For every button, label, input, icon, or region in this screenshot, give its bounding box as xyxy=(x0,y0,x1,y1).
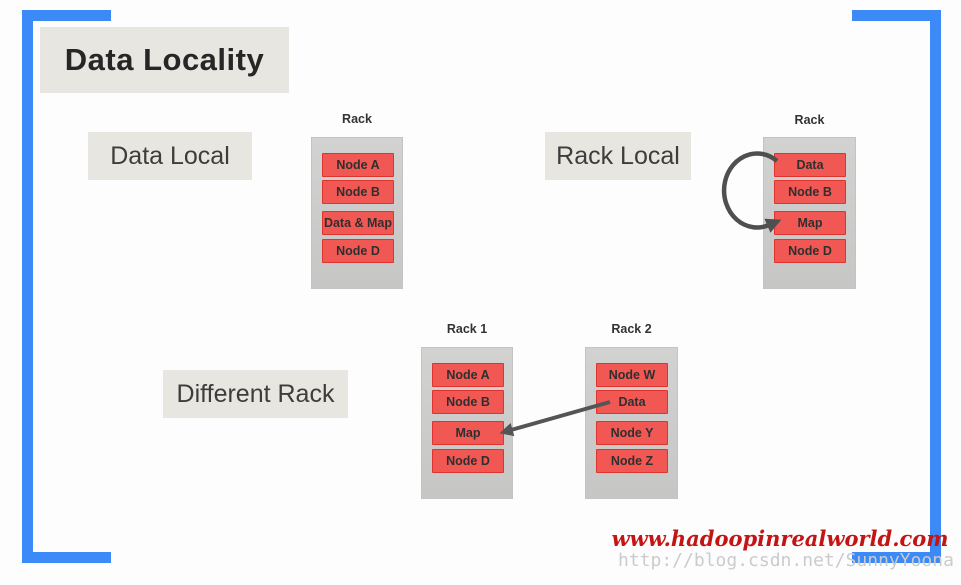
rack-title-rack-2: Rack 2 xyxy=(611,322,652,336)
node-box-data-and-map: Data & Map xyxy=(322,211,394,235)
node-box-data: Data xyxy=(596,390,668,414)
frame-corner-top-left xyxy=(22,10,111,21)
watermark-blog-url: http://blog.csdn.net/SunnyYoona xyxy=(618,550,954,571)
node-box: Node Y xyxy=(596,421,668,445)
node-box-map: Map xyxy=(774,211,846,235)
node-box: Node Z xyxy=(596,449,668,473)
rack-2: Node W Data Node Y Node Z xyxy=(585,347,678,499)
section-label-data-local: Data Local xyxy=(88,132,252,180)
node-box: Node A xyxy=(432,363,504,387)
node-box: Node B xyxy=(432,390,504,414)
watermark-site: www.hadoopinrealworld.com xyxy=(611,526,949,551)
node-box: Node D xyxy=(322,239,394,263)
node-box: Node D xyxy=(774,239,846,263)
frame-bar-left xyxy=(22,10,33,563)
rack-title-rack-local: Rack xyxy=(794,113,825,127)
node-box: Node A xyxy=(322,153,394,177)
rack-1: Node A Node B Map Node D xyxy=(421,347,513,499)
cross-rack-arrow-icon xyxy=(499,400,611,437)
node-box: Node B xyxy=(322,180,394,204)
page-title: Data Locality xyxy=(40,27,289,93)
frame-corner-bottom-left xyxy=(22,552,111,563)
frame-corner-bottom-right xyxy=(852,552,941,563)
node-box: Node B xyxy=(774,180,846,204)
rack-rack-local: Data Node B Map Node D xyxy=(763,137,856,289)
node-box-map: Map xyxy=(432,421,504,445)
frame-bar-right xyxy=(930,10,941,563)
section-label-rack-local: Rack Local xyxy=(545,132,691,180)
section-label-different-rack: Different Rack xyxy=(163,370,348,418)
rack-title-data-local: Rack xyxy=(342,112,372,126)
rack-title-rack-1: Rack 1 xyxy=(446,322,488,336)
loop-arrow-icon xyxy=(721,151,782,233)
rack-data-local: Node A Node B Data & Map Node D xyxy=(311,137,403,289)
node-box: Node W xyxy=(596,363,668,387)
node-box-data: Data xyxy=(774,153,846,177)
node-box: Node D xyxy=(432,449,504,473)
frame-corner-top-right xyxy=(852,10,941,21)
